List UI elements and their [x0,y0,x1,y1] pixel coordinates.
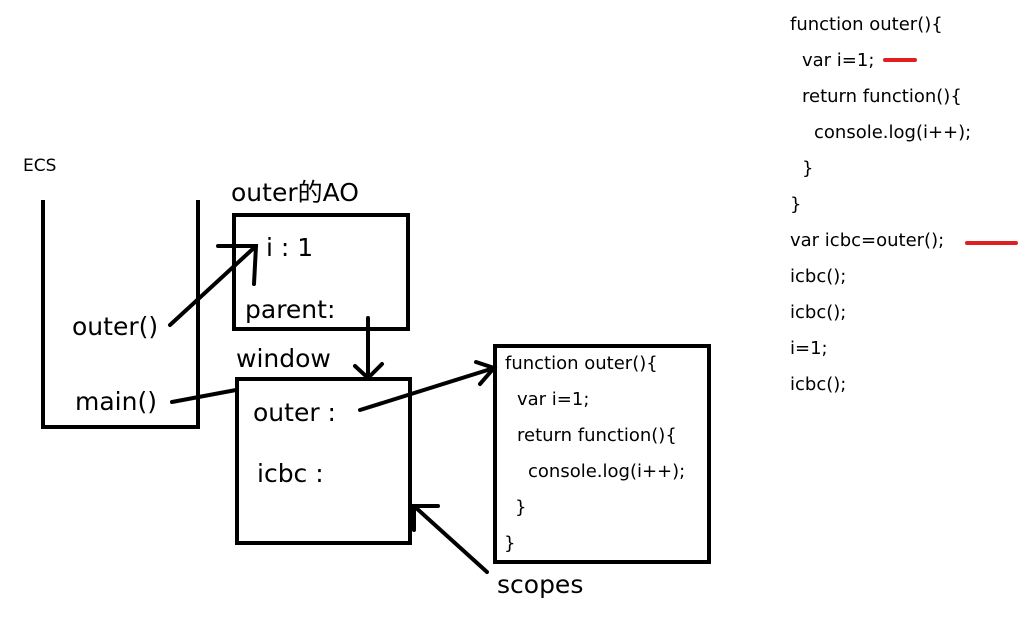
outer-ao-parent: parent: [245,295,336,324]
func-box-line: function outer(){ [505,353,658,374]
outer-ao-var-i: i : 1 [266,233,314,262]
arrow-outer-to-function [358,360,498,412]
line-main-frame-to-window [170,388,238,404]
scopes-label: scopes [497,570,584,599]
code-line: function outer(){ [790,14,943,35]
window-outer: outer : [253,398,336,427]
stack-frame-outer: outer() [72,312,159,341]
arrow-scopes-to-window [412,504,489,574]
outer-ao-title: outer的AO [231,178,359,207]
function-box [493,344,711,564]
code-line: icbc(); [790,302,847,323]
func-box-line: } [504,533,516,554]
code-line: var icbc=outer(); [790,230,945,251]
code-line: } [802,158,814,179]
window-title: window [236,344,331,373]
code-line: i=1; [790,338,828,359]
outer-ao-box [232,213,410,331]
code-line: } [790,194,802,215]
arrow-parent-to-window [353,316,384,381]
func-box-line: return function(){ [517,425,677,446]
func-box-line: var i=1; [517,389,590,410]
window-icbc: icbc : [257,459,324,488]
arrow-outer-frame-to-ao [168,244,259,327]
code-line: icbc(); [790,374,847,395]
ecs-stack-container [41,200,200,429]
code-line: var i=1; [802,50,875,71]
code-line: console.log(i++); [814,122,972,143]
func-box-line: console.log(i++); [528,461,686,482]
stack-frame-main: main() [75,387,157,416]
ecs-label: ECS [23,156,57,176]
code-line: return function(){ [802,86,962,107]
func-box-line: } [515,497,527,518]
window-box [235,377,412,545]
code-line: icbc(); [790,266,847,287]
